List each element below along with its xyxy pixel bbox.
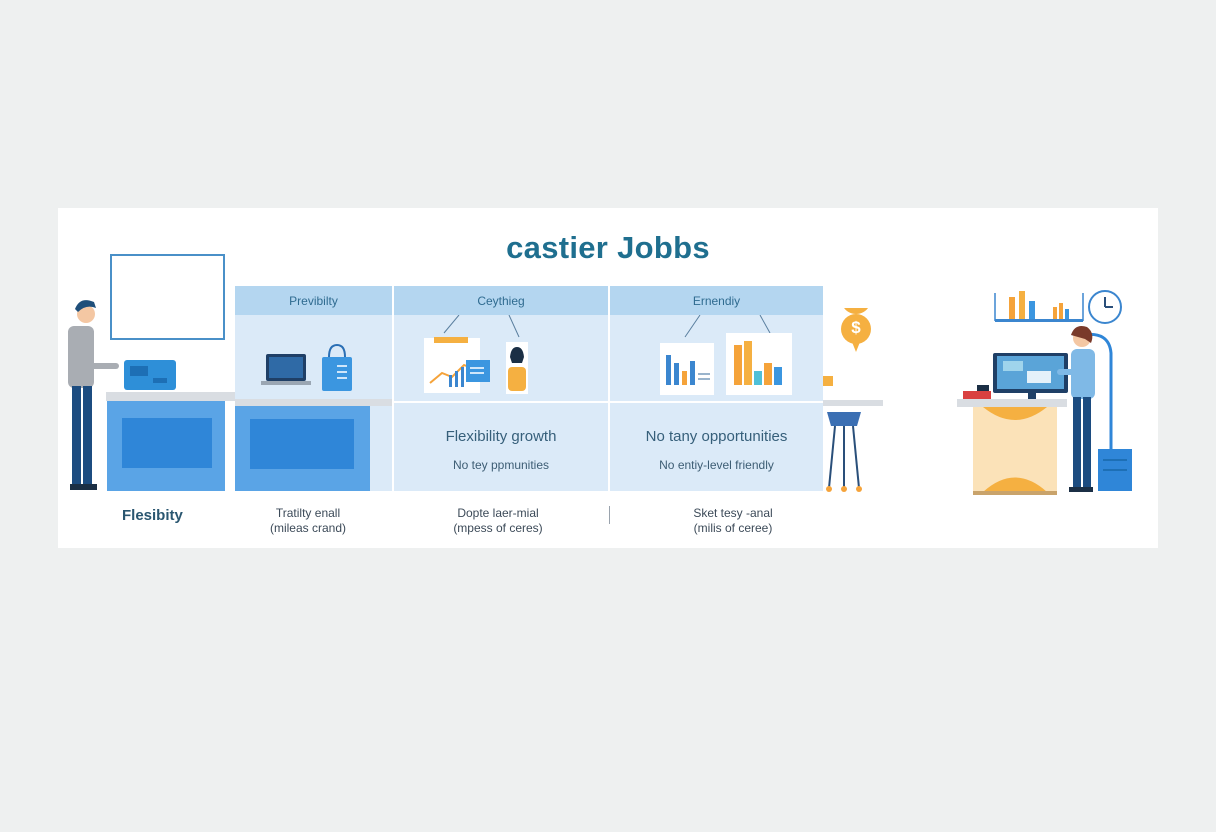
panel-ceythieg: Ceythieg Flexibility growth [394,286,608,491]
bar-charts-illustration [660,315,792,395]
panel-body-text: Flexibility growth [445,428,557,445]
panel-body: No tany opportunities No entiy-level fri… [610,315,823,491]
laptop-bag-illustration [235,343,392,491]
caption-divider [609,506,610,524]
caption-col1: Tratilty enall (mileas crand) [238,506,378,536]
caption-line: Sket tesy -anal [693,506,773,520]
desk-worker-illustration [957,290,1132,495]
desk-scene [953,283,1158,498]
cashier-scene [58,248,388,498]
stool-scene: $ [823,308,903,498]
panel-divider [610,401,823,403]
caption-line: Tratilty enall [275,506,341,520]
caption-col2: Dopte laer-mial (mpess of ceres) [408,506,588,536]
caption-line: (mpess of ceres) [453,521,543,535]
panel-previbilty: Previbilty [235,286,392,491]
panel-body-subtext: No tey ppmunities [452,458,550,472]
panel-body-subtext: No entiy-level friendly [659,458,774,472]
stool-illustration [823,308,883,492]
panel-header: Ceythieg [394,286,608,315]
panel-ernendiy: Ernendiy No tany opportunities [610,286,823,491]
growth-chart-illustration [424,315,528,394]
caption-col3: Sket tesy -anal (milis of ceree) [648,506,818,536]
caption-line: (mileas crand) [269,521,347,535]
dollar-icon: $ [851,318,861,337]
page-title: castier Jobbs [506,230,710,265]
caption-line: (milis of ceree) [693,521,773,535]
panel-header: Previbilty [235,286,392,315]
cashier-illustration [68,254,379,491]
caption-line: Dopte laer-mial [457,506,539,520]
panel-divider [394,401,608,403]
panel-body-text: No tany opportunities [645,428,788,445]
panel-body [235,315,392,491]
caption-left-label: Flesibity [122,507,183,524]
infographic-card: castier Jobbs Previbilty [58,208,1158,548]
panel-header: Ernendiy [610,286,823,315]
panel-body: Flexibility growth No tey ppmunities [394,315,608,491]
